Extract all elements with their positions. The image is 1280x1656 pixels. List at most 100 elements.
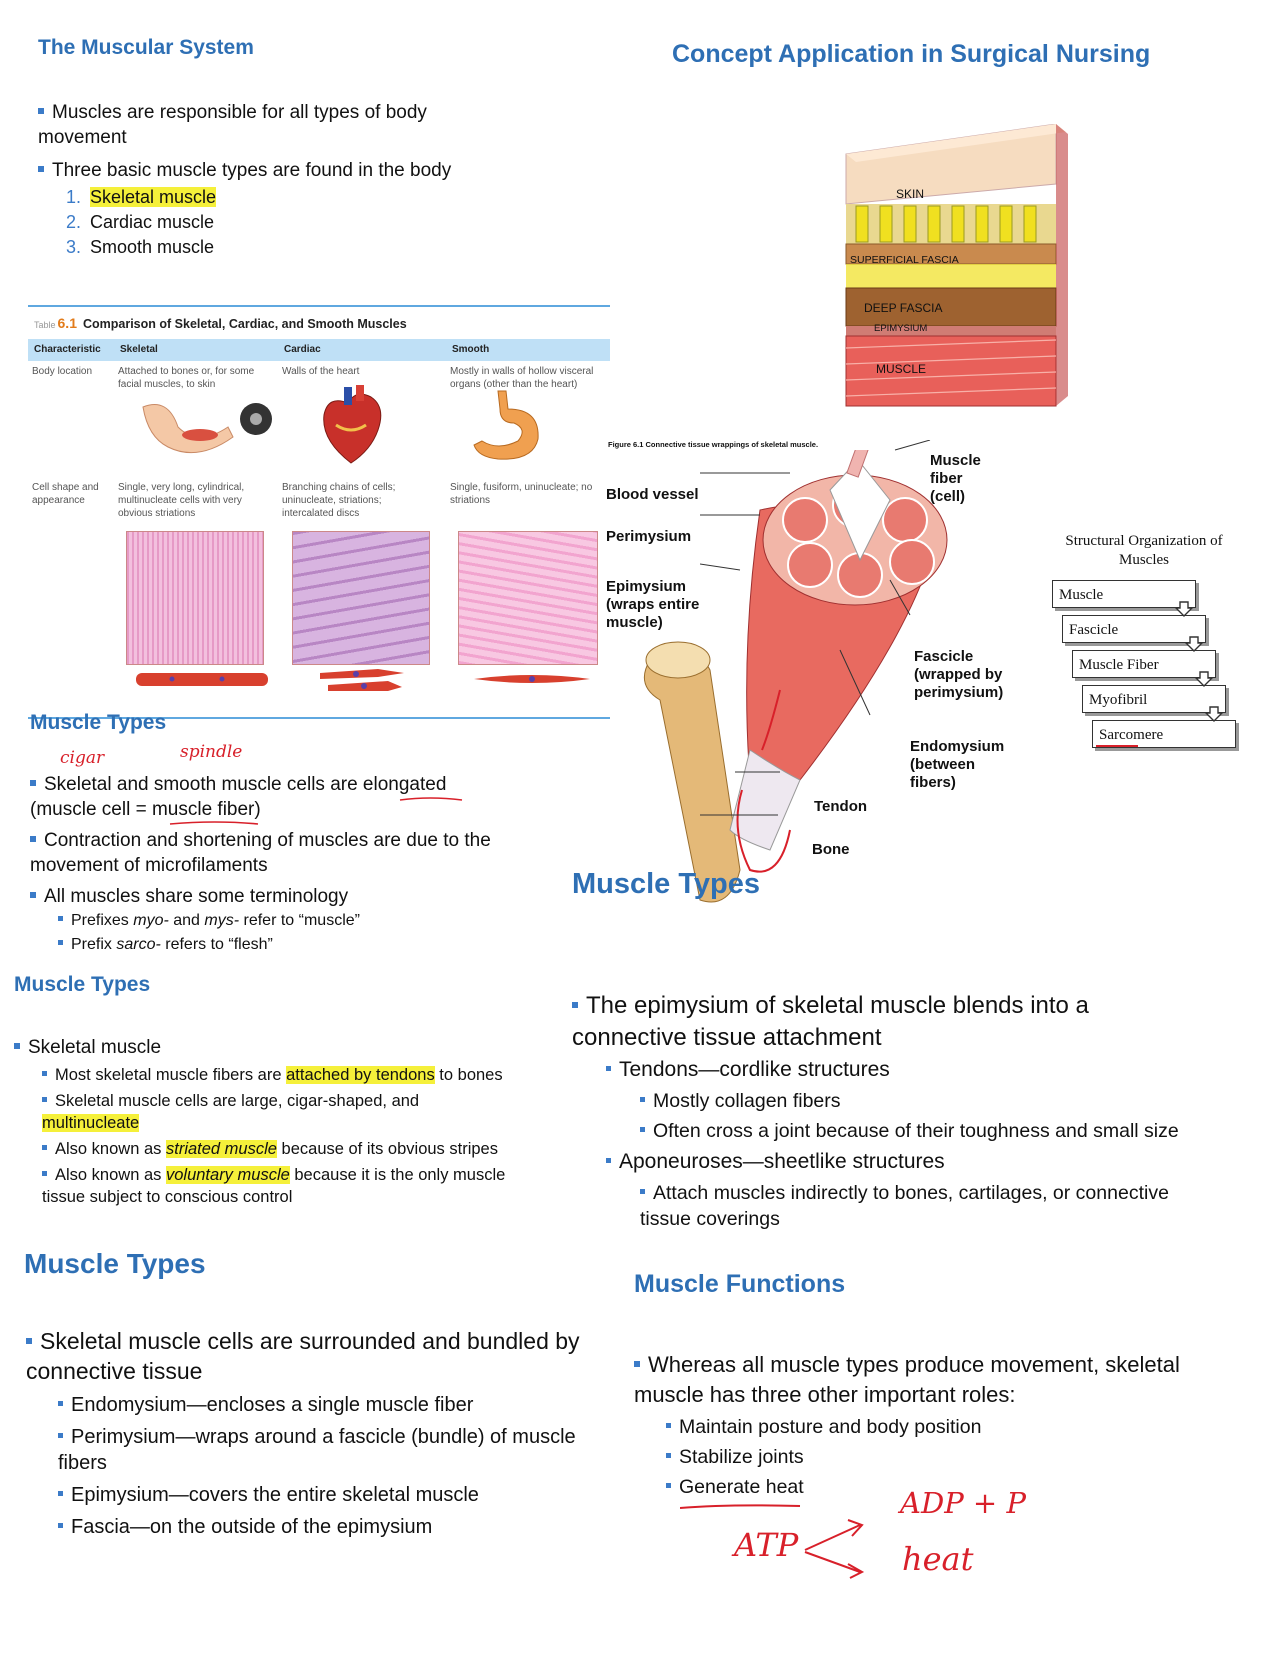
handwritten-note-spindle: spindle — [180, 742, 243, 762]
list-item: Skeletal muscle — [14, 1036, 514, 1060]
bullet-icon — [38, 165, 44, 172]
org-box-muscle: Muscle — [1052, 580, 1196, 608]
muscle-types-numbered: 1.Skeletal muscle 2.Cardiac muscle 3.Smo… — [66, 185, 498, 260]
list-item: Tendons—cordlike structures — [606, 1056, 1192, 1084]
org-box-sarcomere: Sarcomere — [1092, 720, 1236, 748]
muscular-system-list: Muscles are responsible for all types of… — [38, 100, 498, 260]
handwritten-underline-sarcomere — [1096, 745, 1138, 747]
concept-application-title: Concept Application in Surgical Nursing — [672, 40, 1151, 68]
list-item: Mostly collagen fibers — [640, 1088, 1192, 1114]
muscle-types-title-1: Muscle Types — [30, 711, 167, 734]
list-item: 3.Smooth muscle — [66, 237, 215, 257]
list-item: Skeletal and smooth muscle cells are elo… — [30, 774, 447, 820]
bullet-icon — [572, 1001, 578, 1008]
list-item: Stabilize joints — [666, 1444, 1194, 1470]
layer-label-muscle: MUSCLE — [876, 362, 927, 376]
list-item: Fascia—on the outside of the epimysium — [58, 1514, 586, 1540]
list-item: Whereas all muscle types produce movemen… — [634, 1352, 1180, 1407]
label-perimysium: Perimysium — [606, 528, 692, 545]
bullet-icon — [606, 1157, 611, 1163]
list-item: Maintain posture and body position — [666, 1414, 1194, 1440]
smooth-cell-drawing — [474, 675, 590, 683]
stomach-illustration — [473, 390, 539, 460]
muscle-types-list-4: The epimysium of skeletal muscle blends … — [572, 990, 1192, 1232]
bullet-icon — [666, 1423, 671, 1429]
bullet-icon — [14, 1042, 20, 1049]
sub-sub-list: Attach muscles indirectly to bones, cart… — [640, 1180, 1192, 1232]
muscle-types-list-2: Skeletal muscle Most skeletal muscle fib… — [14, 1036, 514, 1208]
tissue-layers-illustration — [845, 124, 1068, 407]
bullet-icon — [58, 1491, 63, 1497]
bullet-icon — [42, 1071, 47, 1077]
list-item: Endomysium—encloses a single muscle fibe… — [58, 1392, 586, 1418]
layer-label-skin: SKIN — [896, 187, 925, 201]
list-item: Most skeletal muscle fibers are attached… — [42, 1064, 514, 1086]
cardiac-cell-drawing — [320, 669, 404, 691]
handwritten-note-adp: ADP + P — [900, 1486, 1026, 1520]
label-tendon: Tendon — [814, 798, 868, 815]
list-item: Three basic muscle types are found in th… — [38, 158, 498, 183]
bullet-icon — [38, 107, 44, 114]
arm-illustration — [142, 403, 272, 454]
bullet-icon — [30, 779, 36, 786]
list-item: Skeletal muscle cells are surrounded and… — [26, 1328, 580, 1384]
list-item: Muscles are responsible for all types of… — [38, 102, 427, 148]
list-item: Skeletal muscle cells are large, cigar-s… — [42, 1092, 420, 1132]
layer-label-epimysium: EPIMYSIUM — [874, 323, 928, 334]
list-item: Often cross a joint because of their tou… — [640, 1118, 1192, 1144]
bullet-icon — [606, 1065, 611, 1071]
label-endomysium: Endomysium (between fibers) — [910, 738, 1005, 791]
label-epimysium: Epimysium (wraps entire muscle) — [606, 578, 700, 631]
bullet-icon — [42, 1171, 47, 1177]
sub-list: Most skeletal muscle fibers are attached… — [42, 1064, 514, 1208]
bullet-icon — [42, 1097, 47, 1103]
bullet-icon — [640, 1127, 645, 1133]
label-bone: Bone — [812, 841, 850, 858]
bullet-icon — [30, 891, 36, 898]
list-item: Also known as voluntary muscle because i… — [42, 1166, 506, 1206]
org-box-fascicle: Fascicle — [1062, 615, 1206, 643]
sub-list: Maintain posture and body position Stabi… — [666, 1414, 1194, 1500]
handwritten-note-atp: ATP — [734, 1526, 799, 1564]
bullet-icon — [42, 1145, 47, 1151]
muscle-types-title-4: Muscle Types — [572, 868, 761, 900]
sub-sub-list: Mostly collagen fibers Often cross a joi… — [640, 1088, 1192, 1144]
bullet-icon — [58, 1401, 63, 1407]
skeletal-cell-drawing — [136, 673, 268, 686]
org-box-myofibril: Myofibril — [1082, 685, 1226, 713]
skeletal-histology-image — [126, 531, 264, 665]
bullet-icon — [640, 1189, 645, 1195]
list-item: Prefix sarco- refers to “flesh” — [58, 933, 510, 957]
muscle-types-list-3: Skeletal muscle cells are surrounded and… — [26, 1326, 586, 1540]
bullet-icon — [666, 1453, 671, 1459]
handwritten-note-cigar: cigar — [60, 748, 105, 768]
bullet-icon — [58, 1523, 63, 1529]
layer-label-deep-fascia: DEEP FASCIA — [864, 301, 943, 315]
sub-list: Prefixes myo- and mys- refer to “muscle”… — [58, 909, 510, 957]
bullet-icon — [30, 835, 36, 842]
list-item: 1.Skeletal muscle — [66, 187, 217, 207]
list-item: Generate heat — [666, 1474, 1194, 1500]
bullet-icon — [58, 916, 63, 922]
muscle-types-title-3: Muscle Types — [24, 1248, 206, 1279]
list-item: All muscles share some terminology — [30, 884, 510, 909]
bullet-icon — [26, 1337, 32, 1344]
heart-illustration — [323, 385, 382, 464]
table-header: Characteristic Skeletal Cardiac Smooth — [28, 339, 610, 361]
org-arrows — [1174, 601, 1224, 722]
list-item: Also known as striated muscle because of… — [42, 1138, 514, 1160]
muscle-types-list-1: Skeletal and smooth muscle cells are elo… — [30, 772, 510, 957]
list-item: 2.Cardiac muscle — [66, 212, 215, 232]
muscle-functions-title: Muscle Functions — [634, 1270, 846, 1298]
list-item: Attach muscles indirectly to bones, cart… — [640, 1182, 1169, 1230]
org-box-muscle-fiber: Muscle Fiber — [1072, 650, 1216, 678]
muscular-system-title: The Muscular System — [38, 36, 254, 59]
label-fascicle: Fascicle (wrapped by perimysium) — [914, 648, 1004, 701]
bullet-icon — [666, 1483, 671, 1489]
label-blood-vessel: Blood vessel — [606, 486, 699, 503]
layer-label-superficial-fascia: SUPERFICIAL FASCIA — [850, 254, 959, 266]
list-item: Perimysium—wraps around a fascicle (bund… — [58, 1426, 576, 1474]
muscle-functions-list: Whereas all muscle types produce movemen… — [634, 1350, 1194, 1500]
